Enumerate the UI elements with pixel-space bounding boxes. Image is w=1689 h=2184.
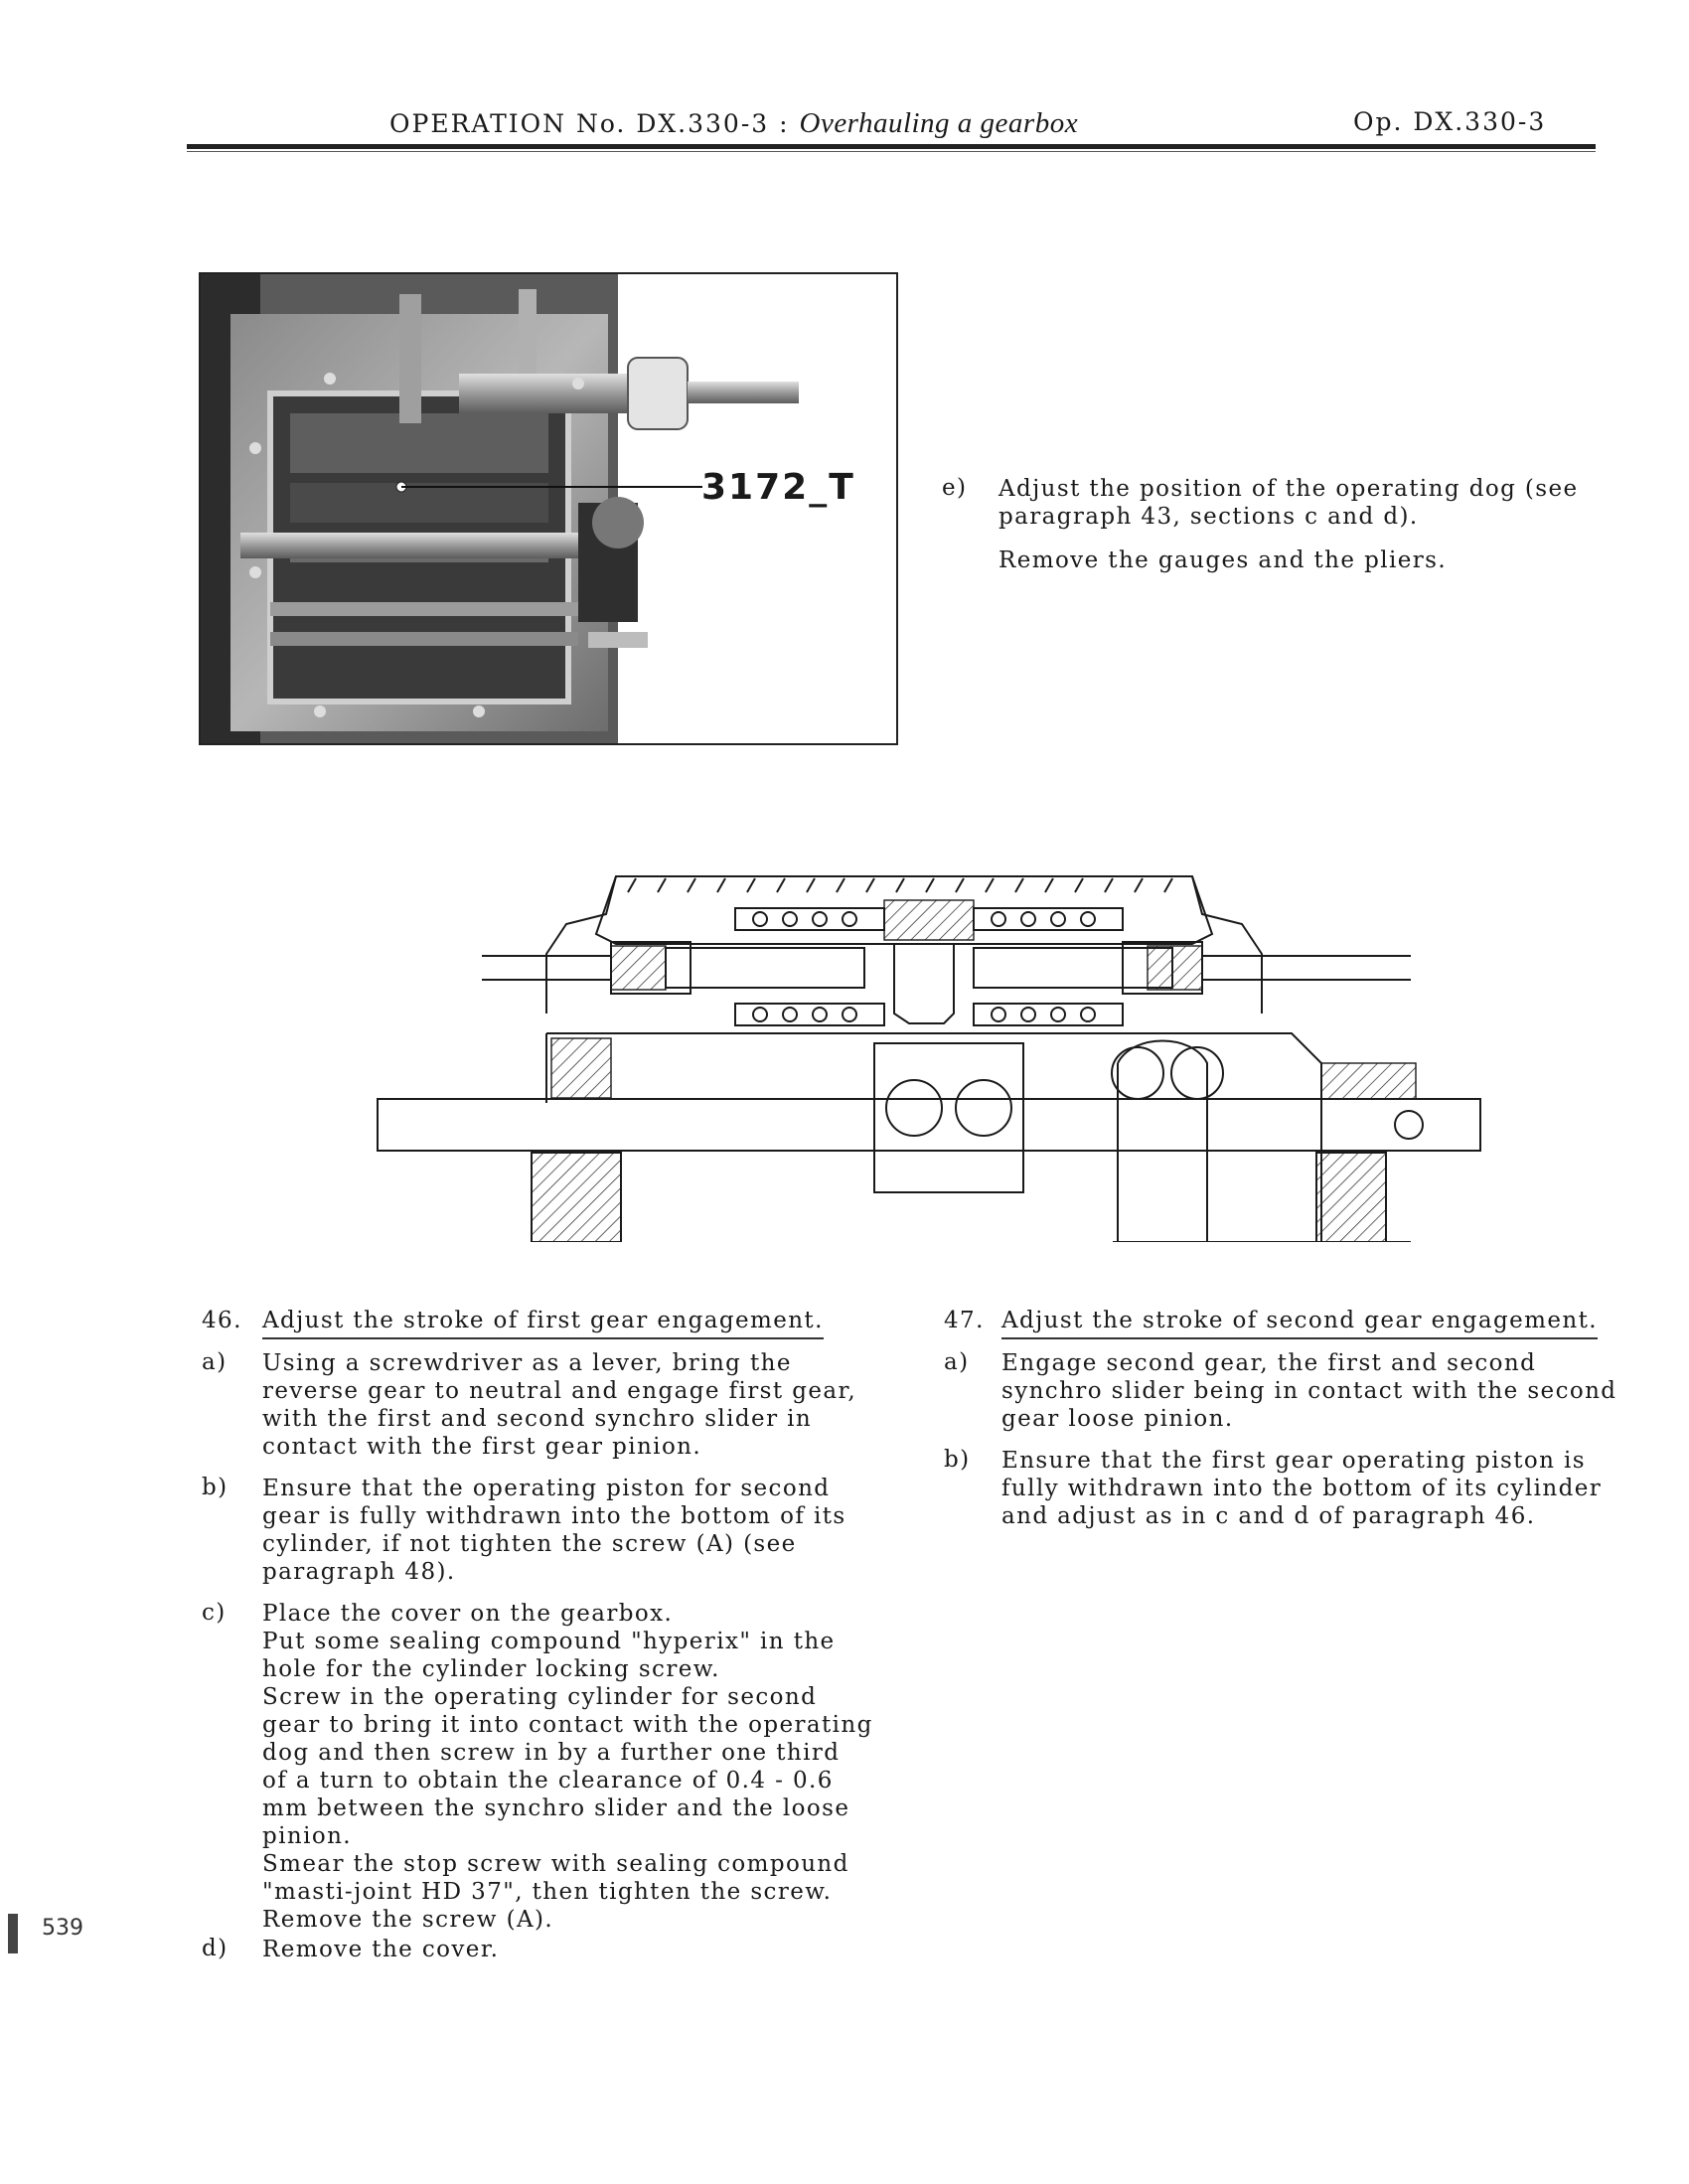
para46-c-text: Place the cover on the gearbox. Put some… xyxy=(262,1600,873,1934)
step-e-line: paragraph 43, sections c and d). xyxy=(998,504,1419,530)
para47-a-line: synchro slider being in contact with the… xyxy=(1001,1378,1617,1404)
gearbox-photo-image xyxy=(201,274,799,743)
para46-a-line: contact with the first gear pinion. xyxy=(262,1434,702,1460)
header-title: Overhauling a gearbox xyxy=(799,107,1079,139)
para46-c-line: gear to bring it into contact with the o… xyxy=(262,1712,873,1738)
para46-c-line: Place the cover on the gearbox. xyxy=(262,1601,674,1627)
para46-c-line: of a turn to obtain the clearance of 0.4… xyxy=(262,1768,834,1794)
para46-b-line: paragraph 48). xyxy=(262,1559,456,1585)
para47-a-letter: a) xyxy=(944,1349,970,1375)
para46-a-line: reverse gear to neutral and engage first… xyxy=(262,1378,857,1404)
gearbox-cross-section-diagram xyxy=(377,875,1481,1242)
para47-b-line: and adjust as in c and d of paragraph 46… xyxy=(1001,1503,1536,1529)
para46-c-letter: c) xyxy=(202,1600,227,1626)
para46-number: 46. xyxy=(202,1308,242,1333)
step-e-letter: e) xyxy=(942,475,968,501)
para46-c-line: Smear the stop screw with sealing compou… xyxy=(262,1851,849,1877)
para47-a-text: Engage second gear, the first and second… xyxy=(1001,1349,1616,1433)
para47-b-letter: b) xyxy=(944,1447,971,1473)
para47-a-line: gear loose pinion. xyxy=(1001,1406,1234,1432)
para46-b-line: cylinder, if not tighten the screw (A) (… xyxy=(262,1531,797,1557)
para46-c-line: "masti-joint HD 37", then tighten the sc… xyxy=(262,1879,833,1905)
para47-b-text: Ensure that the first gear operating pis… xyxy=(1001,1447,1602,1530)
header-ref: Op. DX.330-3 xyxy=(1353,107,1547,136)
para46-c-line: Screw in the operating cylinder for seco… xyxy=(262,1684,818,1710)
para47-a-line: Engage second gear, the first and second xyxy=(1001,1350,1537,1376)
para46-d-text: Remove the cover. xyxy=(262,1936,499,1963)
margin-change-bar xyxy=(8,1914,18,1953)
step-e-text: Adjust the position of the operating dog… xyxy=(998,475,1579,531)
para47-number: 47. xyxy=(944,1308,985,1333)
header-operation-label: OPERATION No. DX.330-3 : xyxy=(389,109,800,138)
para46-d-letter: d) xyxy=(202,1936,229,1961)
header-rule xyxy=(187,144,1596,149)
gearbox-photo xyxy=(199,272,898,745)
para46-b-text: Ensure that the operating piston for sec… xyxy=(262,1475,846,1586)
step-e-extra: Remove the gauges and the pliers. xyxy=(998,547,1448,573)
para46-c-line: dog and then screw in by a further one t… xyxy=(262,1740,841,1766)
para46-a-text: Using a screwdriver as a lever, bring th… xyxy=(262,1349,856,1461)
para47-b-line: Ensure that the first gear operating pis… xyxy=(1001,1448,1586,1474)
para46-c-line: hole for the cylinder locking screw. xyxy=(262,1656,720,1682)
para46-b-letter: b) xyxy=(202,1475,229,1500)
para46-d-line: Remove the cover. xyxy=(262,1937,500,1962)
para46-c-line: Put some sealing compound "hyperix" in t… xyxy=(262,1629,836,1654)
figure-label: 3172_T xyxy=(701,467,855,508)
para47-heading: Adjust the stroke of second gear engagem… xyxy=(1001,1308,1598,1339)
para46-a-line: with the first and second synchro slider… xyxy=(262,1406,813,1432)
para47-b-line: fully withdrawn into the bottom of its c… xyxy=(1001,1476,1603,1501)
header-rule-thin xyxy=(187,151,1596,152)
para46-c-line: mm between the synchro slider and the lo… xyxy=(262,1795,850,1821)
para46-b-line: Ensure that the operating piston for sec… xyxy=(262,1476,831,1501)
step-e-line: Adjust the position of the operating dog… xyxy=(998,476,1579,502)
margin-note: 539 xyxy=(42,1916,83,1941)
para46-a-letter: a) xyxy=(202,1349,228,1375)
para46-c-line: pinion. xyxy=(262,1823,353,1849)
para46-a-line: Using a screwdriver as a lever, bring th… xyxy=(262,1350,792,1376)
para46-heading: Adjust the stroke of first gear engageme… xyxy=(262,1308,824,1339)
para46-b-line: gear is fully withdrawn into the bottom … xyxy=(262,1503,846,1529)
header-operation: OPERATION No. DX.330-3 : Overhauling a g… xyxy=(389,107,1078,140)
para46-c-line: Remove the screw (A). xyxy=(262,1907,554,1933)
